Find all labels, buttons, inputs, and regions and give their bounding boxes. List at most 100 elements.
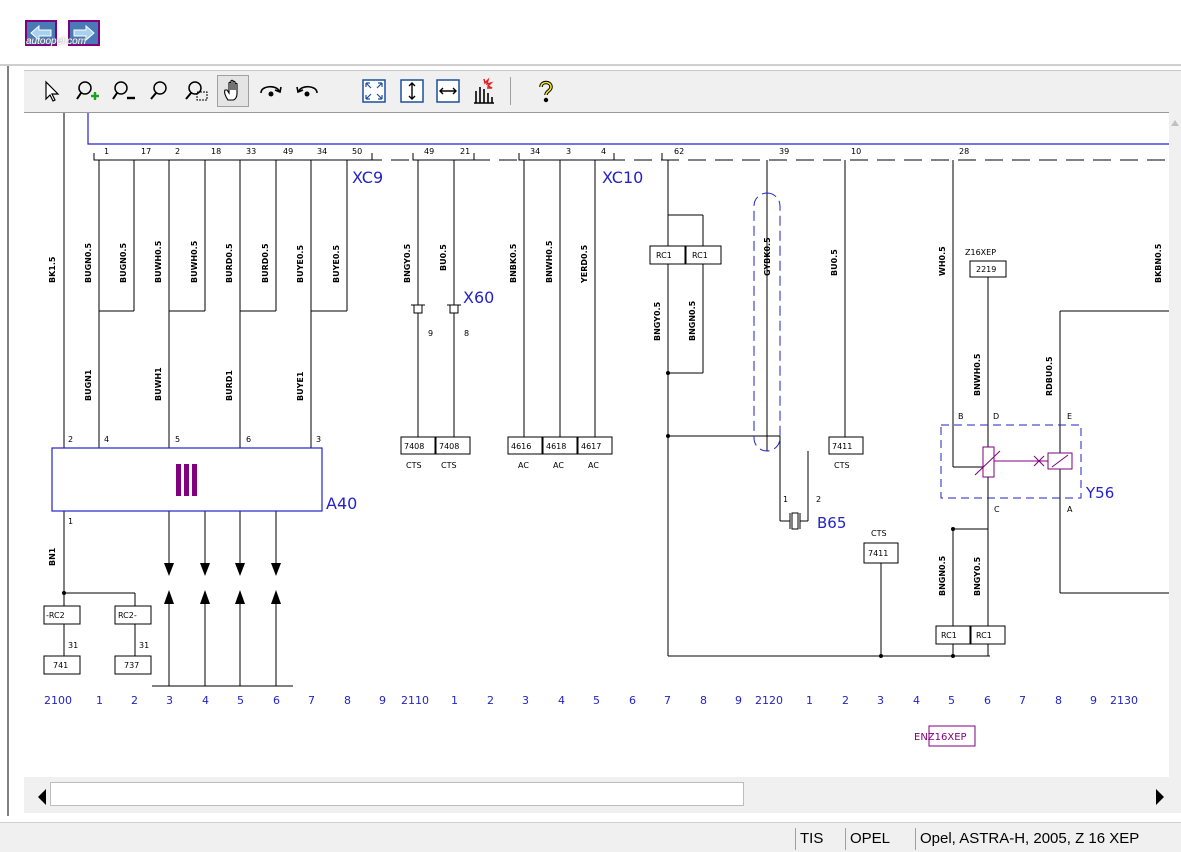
- help-icon: [539, 80, 553, 103]
- svg-text:6: 6: [629, 694, 636, 707]
- fit-width-button[interactable]: [432, 75, 464, 107]
- svg-text:4618: 4618: [546, 442, 566, 451]
- svg-text:1: 1: [806, 694, 813, 707]
- ref-737-box[interactable]: [114, 655, 152, 675]
- svg-text:BU0.5: BU0.5: [439, 244, 448, 271]
- svg-text:10: 10: [851, 147, 861, 156]
- back-nav-button[interactable]: [25, 20, 57, 46]
- svg-text:4616: 4616: [511, 442, 531, 451]
- svg-text:2: 2: [487, 694, 494, 707]
- svg-text:RC1: RC1: [692, 251, 708, 260]
- svg-text:9: 9: [1090, 694, 1097, 707]
- rc1-box[interactable]: [649, 245, 686, 265]
- svg-text:BUGN1: BUGN1: [84, 369, 93, 401]
- svg-text:7: 7: [664, 694, 671, 707]
- wire-labels: BK1.5 BUGN0.5 BUGN0.5 BUWH0.5 BUWH0.5 BU…: [48, 237, 1163, 596]
- shield-symbol: [753, 192, 781, 452]
- ref-741-box[interactable]: [43, 655, 81, 675]
- rc1-box[interactable]: [685, 245, 722, 265]
- svg-text:2120: 2120: [755, 694, 783, 707]
- highlight-button[interactable]: [468, 75, 500, 107]
- ref-7408-box[interactable]: [400, 436, 436, 455]
- svg-text:33: 33: [246, 147, 256, 156]
- svg-text:CTS: CTS: [834, 461, 850, 470]
- zoom-button[interactable]: [144, 75, 176, 107]
- svg-text:4: 4: [104, 435, 109, 444]
- svg-text:C: C: [994, 505, 1000, 514]
- svg-text:1: 1: [104, 147, 109, 156]
- rc1-box[interactable]: [970, 625, 1006, 645]
- horizontal-scrollbar[interactable]: [24, 777, 1181, 813]
- ref-7408-box[interactable]: [435, 436, 471, 455]
- rc2-box[interactable]: [114, 605, 152, 625]
- svg-text:BURD0.5: BURD0.5: [261, 243, 270, 283]
- svg-text:2110: 2110: [401, 694, 429, 707]
- y56-valve[interactable]: [940, 424, 1082, 499]
- svg-text:9: 9: [428, 329, 433, 338]
- svg-text:1: 1: [451, 694, 458, 707]
- svg-text:8: 8: [464, 329, 469, 338]
- a40-module[interactable]: [51, 447, 323, 512]
- svg-text:49: 49: [424, 147, 434, 156]
- b65-sensor[interactable]: [780, 512, 808, 530]
- svg-text:A: A: [1067, 505, 1073, 514]
- cts-7411-box[interactable]: [863, 542, 899, 564]
- forward-nav-button[interactable]: [68, 20, 100, 46]
- svg-text:BNGY0.5: BNGY0.5: [403, 243, 412, 283]
- hand-pan-icon: [224, 79, 238, 101]
- svg-text:7: 7: [1019, 694, 1026, 707]
- ref-4618-box[interactable]: [542, 436, 578, 455]
- scroll-right-icon[interactable]: [1150, 777, 1170, 813]
- svg-text:D: D: [993, 412, 999, 421]
- svg-text:B: B: [958, 412, 964, 421]
- svg-text:28: 28: [959, 147, 969, 156]
- svg-text:8: 8: [700, 694, 707, 707]
- svg-text:BU0.5: BU0.5: [830, 249, 839, 276]
- pointer-tool-button[interactable]: [36, 75, 68, 107]
- y56-pin-labels: B D E C A: [958, 412, 1073, 514]
- rc1-box[interactable]: [935, 625, 971, 645]
- svg-text:BUYE0.5: BUYE0.5: [332, 245, 341, 283]
- y56-label: Y56: [1085, 484, 1114, 502]
- svg-text:6: 6: [984, 694, 991, 707]
- svg-text:BUWH0.5: BUWH0.5: [190, 240, 199, 283]
- zoom-in-button[interactable]: [72, 75, 104, 107]
- help-button[interactable]: [530, 75, 562, 107]
- fit-height-button[interactable]: [396, 75, 428, 107]
- scroll-left-icon[interactable]: [32, 777, 52, 813]
- svg-text:3: 3: [877, 694, 884, 707]
- svg-text:BUYE0.5: BUYE0.5: [296, 245, 305, 283]
- svg-text:AC: AC: [588, 461, 599, 470]
- zoom-out-button[interactable]: [108, 75, 140, 107]
- rc2-box[interactable]: [43, 605, 81, 625]
- ref-7411-box[interactable]: [828, 436, 864, 455]
- svg-text:6: 6: [246, 435, 251, 444]
- x60-pin-labels: 9 8: [428, 329, 469, 338]
- wiring-diagram: 1 17 2 18 33 49 34 50 49 21 34 3 4 62 39…: [43, 113, 1169, 747]
- svg-text:BNWH0.5: BNWH0.5: [973, 353, 982, 396]
- b65-label: B65: [817, 514, 846, 532]
- zoom-window-button[interactable]: [180, 75, 212, 107]
- engine-tag-box[interactable]: [928, 725, 976, 747]
- zoom-out-icon: [112, 81, 135, 100]
- svg-text:2100: 2100: [44, 694, 72, 707]
- svg-text:Z16XEP: Z16XEP: [965, 248, 996, 257]
- svg-text:1: 1: [68, 517, 73, 526]
- svg-text:5: 5: [175, 435, 180, 444]
- svg-text:BNBK0.5: BNBK0.5: [509, 243, 518, 283]
- ref-4616-box[interactable]: [507, 436, 543, 455]
- fit-page-button[interactable]: [358, 75, 390, 107]
- rotate-back-button[interactable]: [291, 75, 323, 107]
- rotate-forward-button[interactable]: [255, 75, 287, 107]
- schematic-canvas[interactable]: 1 17 2 18 33 49 34 50 49 21 34 3 4 62 39…: [24, 112, 1169, 778]
- scroll-thumb[interactable]: [50, 782, 744, 806]
- pan-tool-button[interactable]: [217, 75, 249, 107]
- svg-text:31: 31: [139, 641, 149, 650]
- svg-text:31: 31: [68, 641, 78, 650]
- svg-text:2: 2: [175, 147, 180, 156]
- z16xep-2219-box[interactable]: [969, 260, 1007, 278]
- separator: [0, 64, 1181, 66]
- connector-arrows: [164, 563, 281, 604]
- ref-4617-box[interactable]: [577, 436, 613, 455]
- vertical-scrollbar[interactable]: [1169, 112, 1181, 777]
